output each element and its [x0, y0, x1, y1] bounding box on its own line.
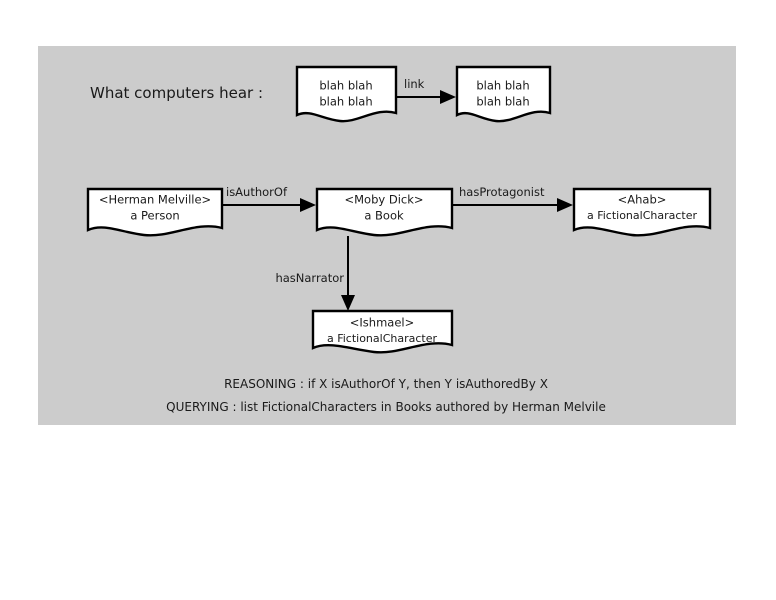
- caption-querying: QUERYING : list FictionalCharacters in B…: [166, 400, 606, 414]
- graph-node-ishmael-line1: <Ishmael>: [350, 316, 414, 330]
- section-heading: What computers hear :: [90, 84, 263, 102]
- graph-node-melville: <Herman Melville> a Person: [86, 187, 224, 237]
- graph-edge-hasprotagonist: hasProtagonist: [453, 185, 573, 212]
- graph-node-ahab: <Ahab> a FictionalCharacter: [572, 187, 712, 237]
- document-shape-icon: [311, 309, 454, 354]
- graph-node-mobydick: <Moby Dick> a Book: [315, 187, 454, 237]
- graph-node-ahab-line1: <Ahab>: [618, 193, 667, 207]
- graph-node-ishmael: <Ishmael> a FictionalCharacter: [311, 309, 454, 354]
- top-node-2-line2: blah blah: [476, 95, 529, 109]
- top-node-2: blah blah blah blah: [455, 65, 552, 123]
- graph-edge-hasnarrator-label: hasNarrator: [275, 271, 344, 285]
- top-edge-link: link: [397, 77, 456, 104]
- top-node-1-line1: blah blah: [319, 79, 372, 93]
- arrow-head-icon: [300, 198, 316, 212]
- graph-node-melville-line2: a Person: [130, 209, 179, 223]
- graph-node-ahab-line2: a FictionalCharacter: [587, 209, 698, 222]
- graph-node-mobydick-line1: <Moby Dick>: [344, 193, 423, 207]
- graph-edge-isauthorof-label: isAuthorOf: [226, 185, 288, 199]
- graph-node-melville-line1: <Herman Melville>: [99, 193, 211, 207]
- graph-edge-hasnarrator: hasNarrator: [275, 236, 355, 311]
- top-node-1: blah blah blah blah: [295, 65, 398, 123]
- arrow-head-icon: [440, 90, 456, 104]
- top-node-2-line1: blah blah: [476, 79, 529, 93]
- top-node-1-line2: blah blah: [319, 95, 372, 109]
- arrow-head-icon: [341, 295, 355, 311]
- arrow-head-icon: [557, 198, 573, 212]
- document-shape-icon: [572, 187, 712, 237]
- document-shape-icon: [295, 65, 398, 123]
- graph-edge-hasprotagonist-label: hasProtagonist: [459, 185, 545, 199]
- top-edge-link-label: link: [404, 77, 425, 91]
- document-shape-icon: [455, 65, 552, 123]
- caption-reasoning: REASONING : if X isAuthorOf Y, then Y is…: [224, 377, 548, 391]
- graph-node-mobydick-line2: a Book: [364, 209, 404, 223]
- graph-edge-isauthorof: isAuthorOf: [223, 185, 316, 212]
- document-shape-icon: [86, 187, 224, 237]
- document-shape-icon: [315, 187, 454, 237]
- graph-node-ishmael-line2: a FictionalCharacter: [327, 332, 438, 345]
